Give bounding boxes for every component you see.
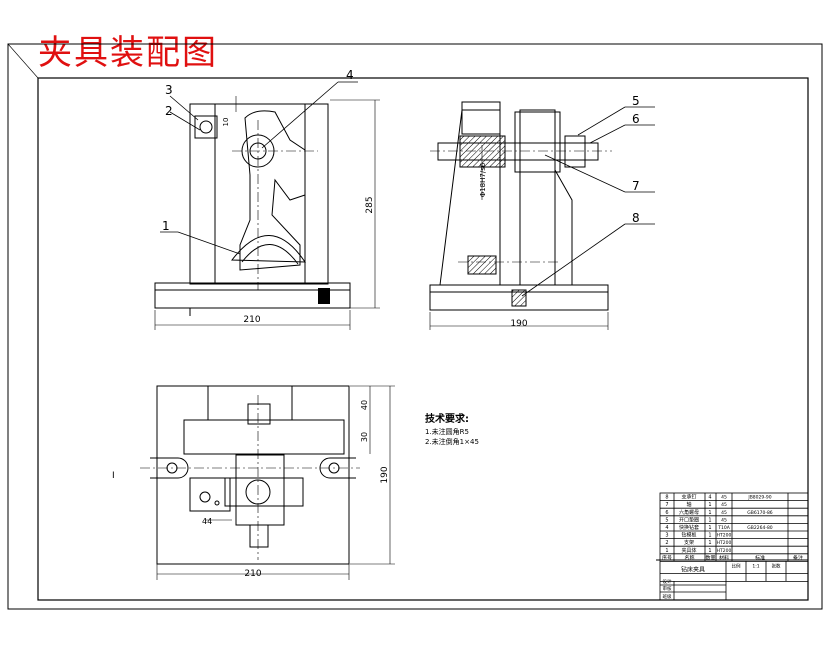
front-leaders [160, 81, 358, 255]
tb-header: 名称 [684, 554, 694, 561]
side-pin [511, 289, 527, 307]
plan-base [156, 385, 350, 565]
tb-row-name: 支承钉 [681, 494, 696, 501]
inner-frame [37, 77, 809, 601]
balloon-5: 5 [632, 94, 640, 108]
tb-row-name: 快换钻套 [679, 524, 699, 531]
tb-header: 材料 [719, 554, 729, 561]
tb-header: 标准 [755, 554, 765, 561]
tb-row-qty: 1 [708, 533, 711, 539]
tb-row-qty: 1 [708, 548, 711, 554]
tb-row-qty: 1 [708, 540, 711, 546]
side-view [429, 101, 612, 330]
plan-indicator-plate [189, 477, 231, 512]
balloon-3: 3 [165, 83, 173, 97]
tb-row-no: 2 [665, 540, 668, 546]
tb-row-name: 开口垫圈 [679, 516, 699, 523]
balloon-4: 4 [346, 68, 354, 82]
dim-plan-height: 190 [380, 466, 390, 483]
tb-row-qty: 1 [708, 502, 711, 508]
dim-front-width: 210 [243, 315, 260, 325]
tb-drawing-name: 钻床夹具 [681, 565, 705, 573]
tb-row-mat: HT200 [717, 533, 732, 539]
dim-front-height: 285 [365, 196, 375, 213]
tb-scale: 1:1 [752, 563, 759, 569]
section-mark: I [112, 471, 115, 481]
outer-frame [7, 43, 823, 610]
tech-req-2: 2.未注倒角1×45 [425, 437, 479, 446]
balloon-8: 8 [632, 211, 640, 225]
side-support [519, 109, 556, 286]
tb-row-std: JB8029-90 [747, 495, 771, 501]
side-shaft [437, 142, 599, 161]
front-view [154, 96, 380, 330]
side-body [439, 109, 501, 286]
tb-row-qty: 1 [708, 517, 711, 523]
tb-row-name: 轴 [686, 501, 691, 508]
tb-row-mat: 45 [721, 517, 727, 523]
tb-check: 审核 [663, 585, 672, 592]
tb-row-std: GB6170-86 [747, 510, 773, 516]
tb-row-name: 钻模板 [681, 532, 696, 539]
tb-row-mat: 45 [721, 502, 727, 508]
dim-shaft-fit: Φ18H7/s6 [479, 162, 487, 197]
frame-corner-line [7, 43, 39, 79]
tb-sheet-label: 张数 [772, 562, 781, 569]
front-workpiece [231, 235, 306, 263]
drawing-title: 夹具装配图 [38, 33, 218, 73]
tb-header: 备注 [793, 554, 803, 561]
plan-slot-left [150, 457, 189, 479]
front-support [239, 110, 306, 271]
tb-row-mat: HT200 [717, 540, 732, 546]
tb-row-mat: 45 [721, 510, 727, 516]
tb-header: 序号 [662, 554, 672, 561]
tb-row-no: 3 [665, 533, 668, 539]
tb-row-no: 7 [665, 502, 668, 508]
tb-header: 数量 [705, 554, 715, 561]
dim-plan-30: 30 [360, 432, 369, 442]
balloon-2: 2 [165, 104, 173, 118]
tb-design: 设计 [663, 578, 672, 585]
dim-plan-40: 40 [360, 400, 369, 410]
tb-row-mat: 45 [721, 495, 727, 501]
tb-row-no: 4 [665, 525, 668, 531]
tb-row-name: 六角螺母 [679, 509, 699, 516]
tb-school: 班级 [663, 593, 672, 600]
tb-row-mat: HT200 [717, 548, 732, 554]
plan-view [140, 385, 395, 580]
tb-row-name: 支架 [684, 539, 694, 546]
tb-row-qty: 1 [708, 525, 711, 531]
tb-row-std: GB2264-80 [747, 525, 773, 531]
front-base [154, 282, 351, 309]
tb-row-no: 8 [665, 495, 668, 501]
tb-row-name: 夹具体 [681, 547, 696, 554]
tb-row-qty: 1 [708, 510, 711, 516]
tech-req-heading: 技术要求: [425, 412, 469, 425]
balloon-6: 6 [632, 112, 640, 126]
tb-scale-label: 比例 [732, 562, 741, 569]
dim-plan-width: 210 [244, 569, 261, 579]
front-body [189, 103, 329, 285]
front-clamp [194, 115, 218, 139]
plan-center-block [235, 454, 285, 526]
side-leaders [521, 106, 655, 297]
balloon-7: 7 [632, 179, 640, 193]
tb-row-no: 6 [665, 510, 668, 516]
tb-row-no: 1 [665, 548, 668, 554]
balloon-1: 1 [162, 219, 170, 233]
dim-side-width: 190 [510, 319, 527, 329]
plan-top-plate [183, 419, 345, 455]
dim-plan-44: 44 [202, 517, 212, 526]
dim-small: 10 [222, 118, 230, 127]
tb-row-no: 5 [665, 517, 668, 523]
side-base [429, 284, 609, 311]
tech-req-1: 1.未注圆角R5 [425, 427, 469, 436]
tb-row-mat: T10A [717, 525, 730, 531]
title-block [659, 492, 809, 601]
tb-row-qty: 4 [708, 495, 711, 501]
